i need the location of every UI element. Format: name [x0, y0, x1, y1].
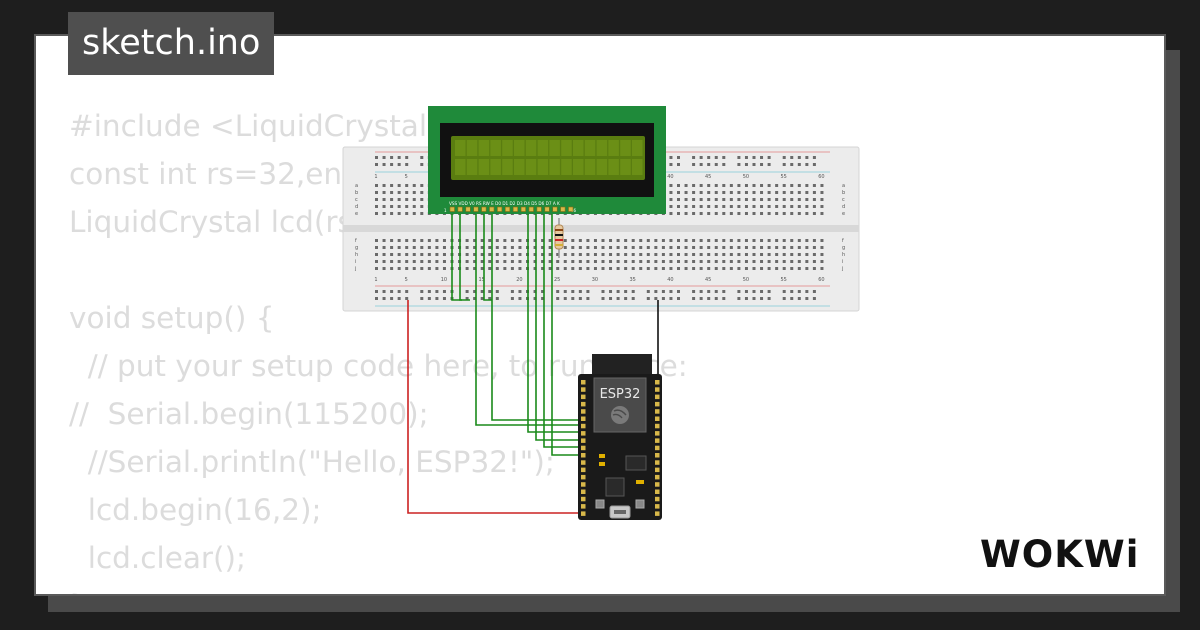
esp32-board: ESP32 [578, 354, 662, 520]
breadboard-column-number: 5 [405, 277, 408, 283]
breadboard-row-letter: h [355, 252, 358, 258]
breadboard-row-letter: i [355, 259, 356, 265]
wokwi-wordmark: WOKWi [980, 533, 1139, 576]
breadboard-column-number: 40 [667, 174, 673, 180]
breadboard-column-number: 10 [441, 277, 447, 283]
breadboard-column-number: 20 [516, 277, 522, 283]
breadboard-row-letter: i [842, 259, 843, 265]
breadboard-row-letter: f [842, 238, 844, 244]
breadboard-column-number: 55 [781, 277, 787, 283]
lcd-display: VSS VDD V0 RS RW E D0 D1 D2 D3 D4 D5 D6 … [428, 106, 666, 214]
breadboard-row-letter: d [842, 204, 845, 210]
breadboard-row-letter: h [842, 252, 845, 258]
code-line: lcd.begin(16,2); [69, 493, 322, 527]
breadboard-row-letter: b [842, 190, 845, 196]
wire-green [543, 213, 584, 448]
lcd-pin-header [449, 206, 574, 212]
breadboard-column-number: 30 [592, 277, 598, 283]
wire-green [527, 213, 584, 433]
breadboard-column-number: 1 [374, 277, 377, 283]
breadboard-row-letter: b [355, 190, 358, 196]
code-line: void setup() { [69, 301, 275, 335]
breadboard-row-letter: j [354, 266, 356, 272]
breadboard-row-letter: d [355, 204, 358, 210]
breadboard-row-letter: f [355, 238, 357, 244]
wire-green [483, 213, 492, 301]
breadboard-column-number: 60 [818, 174, 824, 180]
breadboard-column-number: 25 [554, 277, 560, 283]
code-line: // Serial.begin(115200); [69, 397, 429, 431]
breadboard-row-letter: g [842, 245, 845, 251]
code-line: lcd.clear(); [69, 541, 246, 575]
breadboard-column-number: 50 [743, 174, 749, 180]
wire-green [459, 213, 470, 301]
wire-green [551, 213, 584, 456]
esp32-label: ESP32 [600, 387, 641, 402]
breadboard-row-letter: a [842, 183, 845, 189]
wire-red [407, 300, 584, 514]
wire-green [451, 213, 462, 301]
breadboard-row-letter: c [842, 197, 845, 203]
code-line: //Serial.println("Hello, ESP32!"); [69, 445, 555, 479]
breadboard-column-number: 60 [818, 277, 824, 283]
breadboard-column-number: 35 [630, 277, 636, 283]
breadboard-row-letter: j [841, 266, 843, 272]
file-name-tag: sketch.ino [68, 12, 275, 75]
breadboard-row-letter: e [842, 211, 845, 217]
esp32-pin-headers [581, 380, 660, 516]
wire-green [535, 213, 584, 441]
breadboard-column-number: 40 [667, 277, 673, 283]
breadboard-column-number: 15 [479, 277, 485, 283]
wires [407, 213, 659, 514]
breadboard-column-number: 55 [781, 174, 787, 180]
wire-green [475, 213, 584, 426]
breadboard-row-letter: g [355, 245, 358, 251]
breadboard-column-number: 5 [405, 174, 408, 180]
breadboard-row-letter: a [355, 183, 358, 189]
breadboard-column-number: 50 [743, 277, 749, 283]
breadboard-column-number: 1 [374, 174, 377, 180]
wire-green [491, 213, 584, 421]
lcd-character-cells [455, 140, 643, 175]
lcd-pin-start: 1 [444, 208, 447, 213]
breadboard-column-number: 45 [705, 277, 711, 283]
lcd-pin-labels: VSS VDD V0 RS RW E D0 D1 D2 D3 D4 D5 D6 … [449, 201, 560, 206]
breadboard-row-letter: e [355, 211, 358, 217]
breadboard-row-letter: c [355, 197, 358, 203]
lcd-pin-end: 16 [571, 208, 577, 213]
wokwi-logo: WOKWi [980, 533, 1139, 576]
breadboard-column-number: 45 [705, 174, 711, 180]
code-line: } [69, 582, 851, 594]
resistor [554, 218, 564, 258]
